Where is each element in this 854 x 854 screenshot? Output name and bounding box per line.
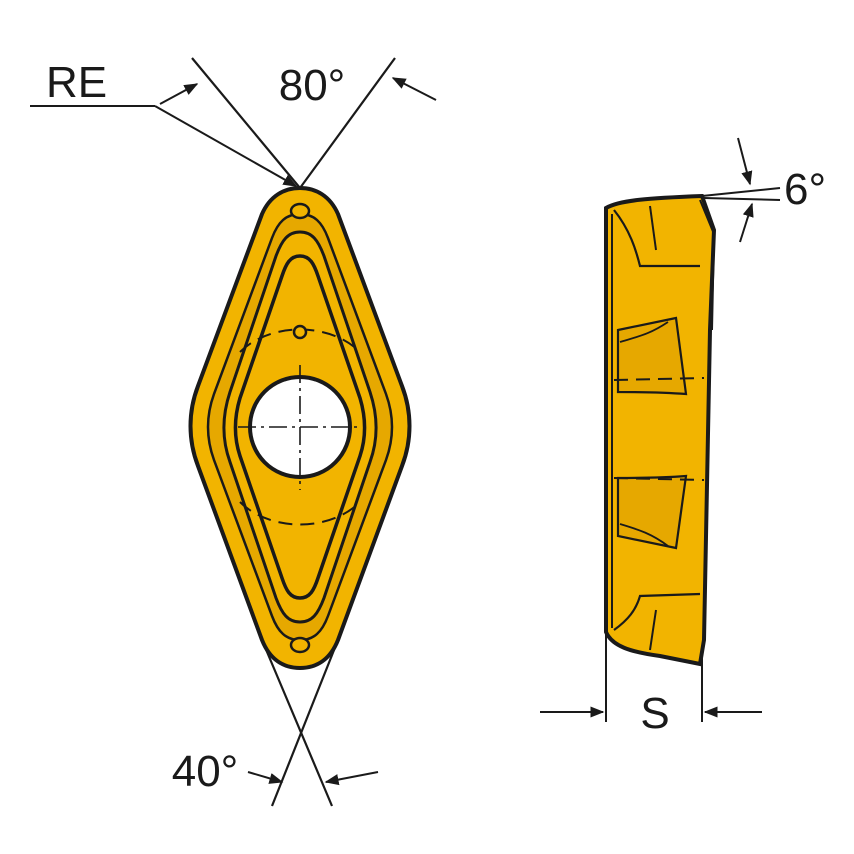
side-right-edge xyxy=(699,199,716,331)
top-angle-line-left xyxy=(191,57,301,189)
bottom-angle-arrow-left xyxy=(247,771,284,784)
side-bottom-bevel-inner xyxy=(649,609,657,651)
hidden-arc-top xyxy=(239,328,361,353)
top-angle-label: 80° xyxy=(279,61,346,110)
side-hidden-line-2 xyxy=(613,477,705,481)
side-top-bevel xyxy=(613,209,700,268)
clearance-arrow-top xyxy=(737,137,753,186)
clearance-ext-lower xyxy=(703,197,781,201)
bottom-angle-arrow-right xyxy=(324,771,379,786)
side-lower-groove-shadow xyxy=(619,523,669,547)
side-upper-groove-shadow xyxy=(619,321,669,343)
clearance-angle-label: 6° xyxy=(784,165,826,214)
side-lower-groove xyxy=(616,474,688,550)
side-bottom-bevel xyxy=(613,592,701,631)
clearance-ext-upper xyxy=(701,187,781,197)
thickness-label: S xyxy=(640,689,669,738)
insert-side-view xyxy=(604,193,717,667)
bottom-angle-line-left xyxy=(260,639,334,807)
orientation-dot xyxy=(292,324,308,340)
re-leader xyxy=(154,105,298,187)
top-angle-line-right xyxy=(299,57,396,189)
side-view-body xyxy=(604,193,717,667)
hidden-arc-bottom xyxy=(239,501,361,526)
side-upper-groove xyxy=(616,316,688,396)
bottom-angle-label: 40° xyxy=(172,747,239,796)
insert-top-view xyxy=(188,185,412,671)
corner-dimple-bottom xyxy=(289,636,311,654)
corner-radius-label: RE xyxy=(46,58,107,107)
top-angle-arrow-left xyxy=(159,83,199,105)
side-hidden-line-1 xyxy=(613,377,705,381)
top-angle-arrow-right xyxy=(391,77,437,101)
clearance-arrow-bottom xyxy=(739,202,754,243)
corner-dimple-top xyxy=(289,202,311,220)
side-top-bevel-inner xyxy=(649,205,657,251)
